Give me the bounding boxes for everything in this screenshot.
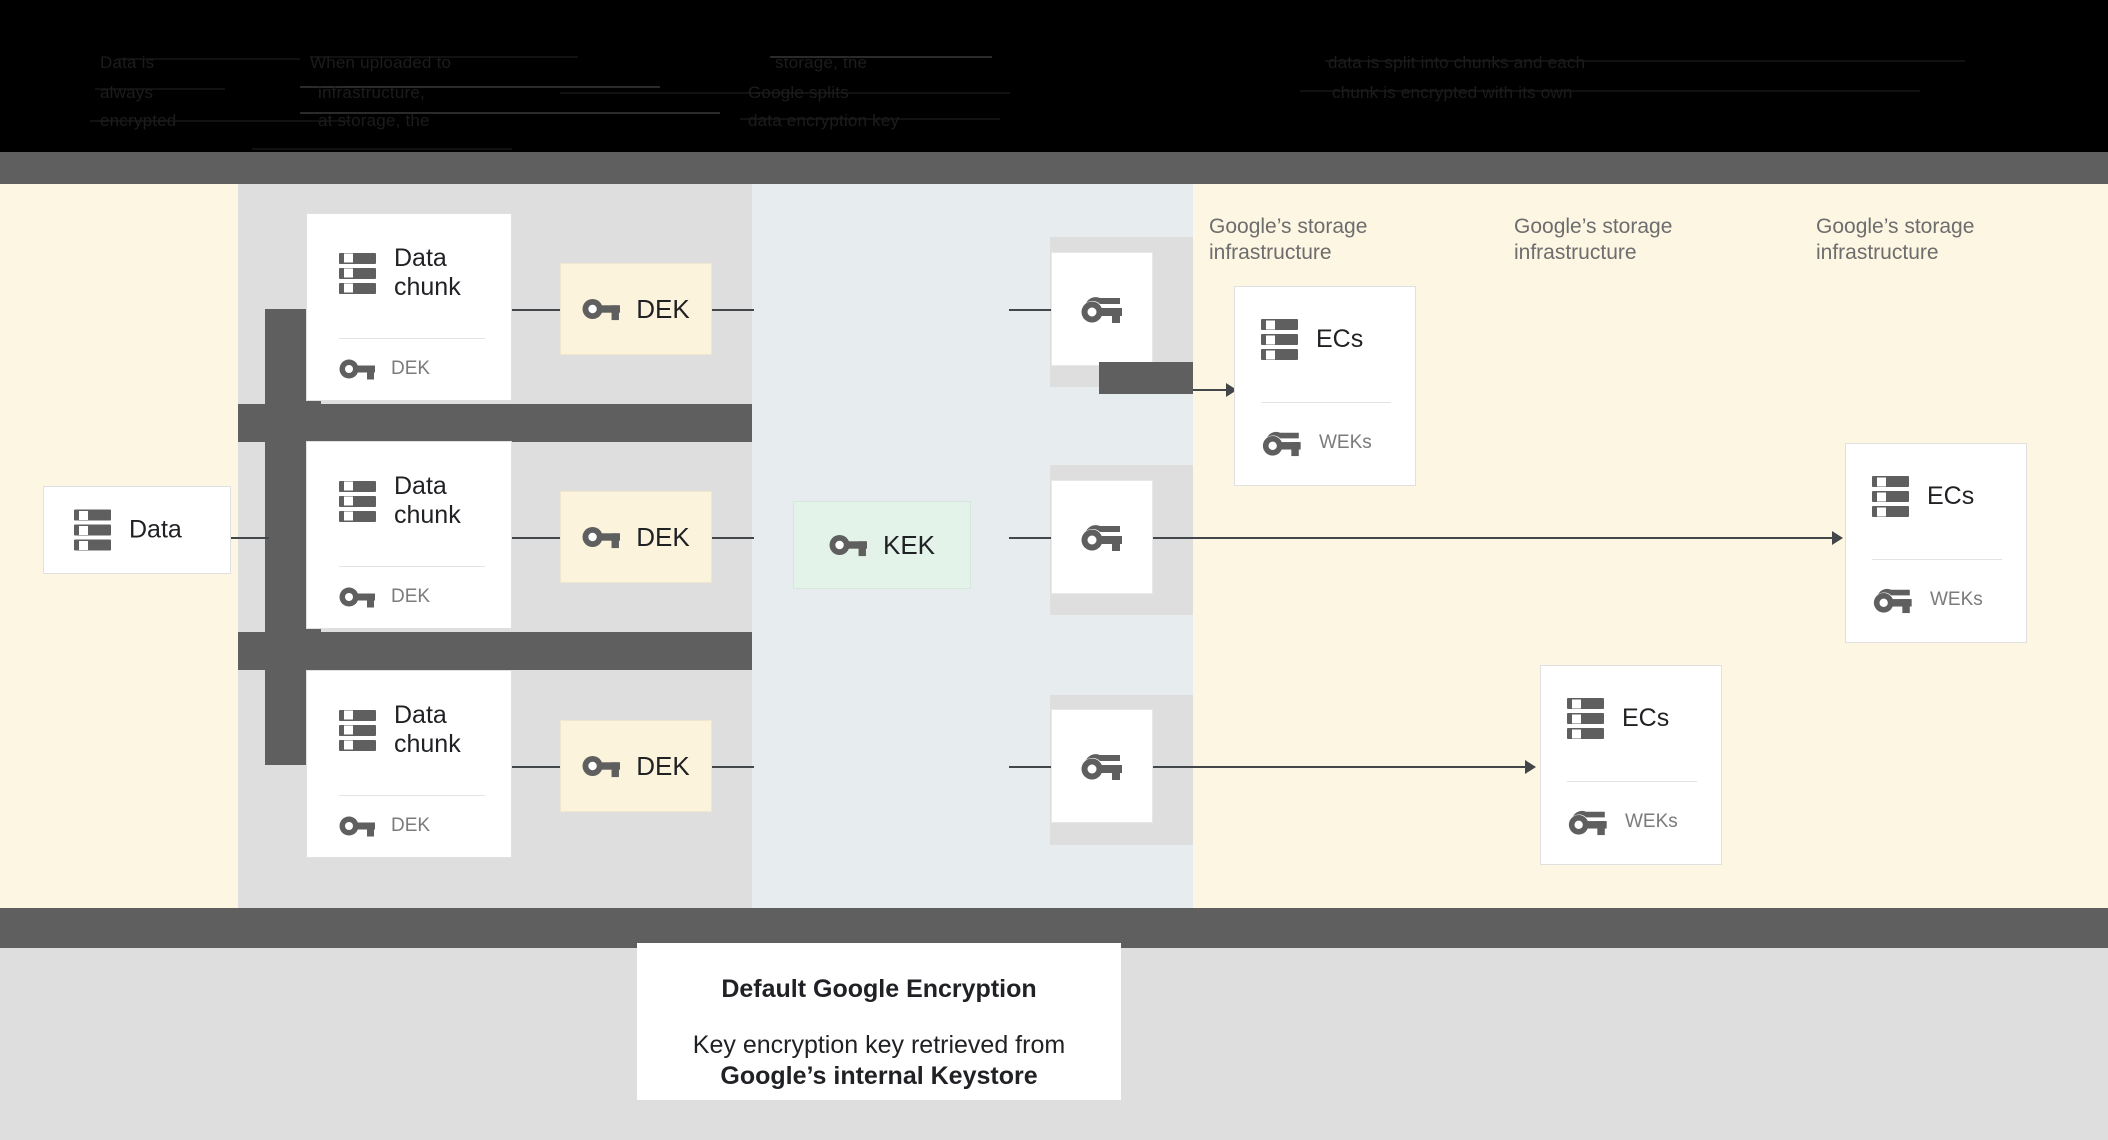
- wek-chip[interactable]: [1051, 252, 1153, 366]
- key-icon: [829, 534, 867, 557]
- caption-line-1: Key encryption key retrieved from: [692, 1031, 1066, 1059]
- connector-chunk2-dek2: [512, 537, 560, 539]
- ec-card-key-label: WEKs: [1319, 432, 1372, 453]
- card-divider: [1872, 559, 2002, 560]
- caption-title: Default Google Encryption: [721, 975, 1037, 1003]
- double-key-icon: [1873, 588, 1912, 614]
- key-icon: [582, 526, 621, 549]
- dek-chip-label: DEK: [636, 293, 690, 324]
- connector-to-wek1: [1009, 309, 1052, 311]
- dek-chip[interactable]: DEK: [560, 491, 712, 583]
- chunk-key-label: DEK: [391, 358, 431, 379]
- caption-line-2: Google’s internal Keystore: [720, 1062, 1038, 1090]
- data-chunk-card[interactable]: Data chunk DEK: [306, 213, 512, 401]
- server-icon: [1872, 476, 1909, 517]
- obscured-header-bar: Data is When uploaded to storage, the da…: [0, 0, 2108, 152]
- arrow-line-2: [1153, 537, 1838, 539]
- connector-dek3-out: [712, 766, 754, 768]
- dek-chip-label: DEK: [636, 750, 690, 781]
- ec-card[interactable]: ECs WEKs: [1845, 443, 2027, 643]
- double-key-icon: [1081, 297, 1122, 323]
- wek-chip[interactable]: [1051, 709, 1153, 823]
- kek-chip-label: KEK: [882, 529, 936, 560]
- chunk-key-label: DEK: [391, 815, 431, 836]
- caption-card: Default Google Encryption Key encryption…: [637, 943, 1121, 1100]
- arrow-head-1: [1226, 383, 1237, 397]
- key-icon: [582, 298, 621, 321]
- server-icon: [339, 480, 376, 522]
- chunk-title: Data chunk: [394, 472, 461, 529]
- dek-chip-label: DEK: [636, 521, 690, 552]
- top-divider-band: [0, 152, 2108, 184]
- key-icon: [582, 755, 621, 778]
- connector-chunk1-dek1: [512, 309, 560, 311]
- storage-infra-label: Google’s storage infrastructure: [1514, 215, 1673, 264]
- storage-infra-label: Google’s storage infrastructure: [1816, 215, 1975, 264]
- data-card[interactable]: Data: [43, 486, 231, 574]
- kek-chip[interactable]: KEK: [793, 501, 971, 589]
- double-key-icon: [1081, 525, 1122, 551]
- ec-card-label: ECs: [1316, 325, 1364, 353]
- storage-infra-label: Google’s storage infrastructure: [1209, 215, 1368, 264]
- server-icon: [1567, 698, 1604, 739]
- key-icon: [339, 816, 375, 837]
- connector-dek2-out: [712, 537, 754, 539]
- double-key-icon: [1568, 810, 1607, 836]
- key-icon: [339, 587, 375, 608]
- double-key-icon: [1262, 431, 1301, 457]
- caption-body: Key encryption key retrieved from Google…: [637, 1030, 1121, 1092]
- server-icon: [339, 709, 376, 751]
- chunk-title: Data chunk: [394, 244, 461, 301]
- card-divider: [339, 566, 485, 567]
- server-icon: [339, 252, 376, 294]
- dek-chip[interactable]: DEK: [560, 263, 712, 355]
- wek-slab-bar: [1099, 362, 1193, 394]
- arrow-head-3: [1525, 760, 1536, 774]
- ec-card-key-label: WEKs: [1625, 811, 1678, 832]
- arrow-line-3: [1153, 766, 1531, 768]
- double-key-icon: [1081, 754, 1122, 780]
- connector-dek1-out: [712, 309, 754, 311]
- card-divider: [339, 338, 485, 339]
- chunk-title: Data chunk: [394, 701, 461, 758]
- connector-chunk3-dek3: [512, 766, 560, 768]
- arrow-line-1: [1193, 389, 1232, 391]
- row-separator-2: [238, 632, 752, 670]
- bottom-divider-band: [0, 908, 2108, 948]
- dek-chip[interactable]: DEK: [560, 720, 712, 812]
- wek-chip[interactable]: [1051, 480, 1153, 594]
- data-card-label: Data: [129, 515, 182, 544]
- connector-data-to-splitter: [231, 537, 269, 539]
- row-separator-1: [238, 404, 752, 442]
- arrow-head-2: [1832, 531, 1843, 545]
- ec-card[interactable]: ECs WEKs: [1234, 286, 1416, 486]
- connector-to-wek3: [1009, 766, 1052, 768]
- card-divider: [1261, 402, 1391, 403]
- card-divider: [339, 795, 485, 796]
- key-icon: [339, 359, 375, 380]
- ec-card-label: ECs: [1927, 482, 1975, 510]
- data-chunk-card[interactable]: Data chunk DEK: [306, 441, 512, 629]
- server-icon: [1261, 319, 1298, 360]
- card-divider: [1567, 781, 1697, 782]
- ec-card[interactable]: ECs WEKs: [1540, 665, 1722, 865]
- chunk-key-label: DEK: [391, 586, 431, 607]
- connector-kek-to-wek2: [1009, 537, 1052, 539]
- ec-card-key-label: WEKs: [1930, 589, 1983, 610]
- server-icon: [74, 509, 111, 551]
- ec-card-label: ECs: [1622, 704, 1670, 732]
- data-chunk-card[interactable]: Data chunk DEK: [306, 670, 512, 858]
